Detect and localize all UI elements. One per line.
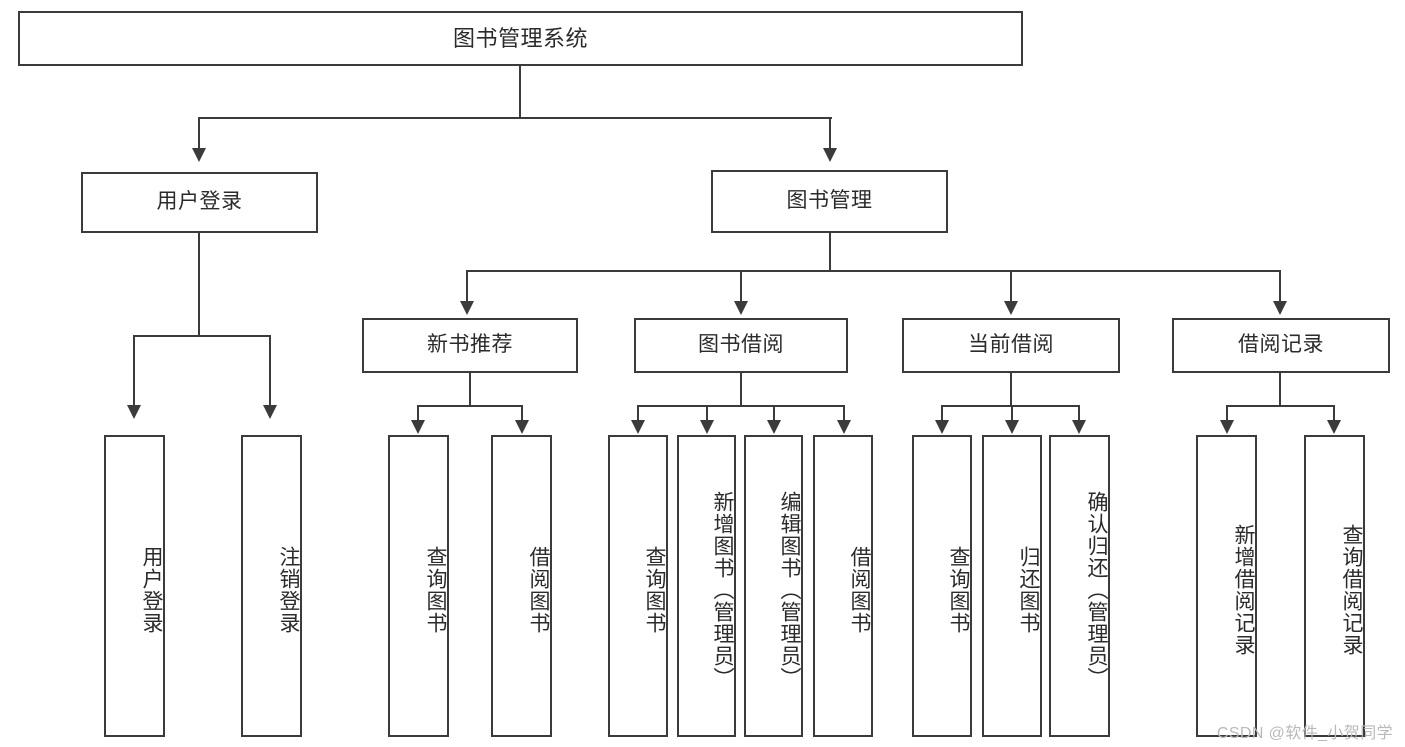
arrowhead-leaf-borrow-book-1 xyxy=(515,420,529,434)
node-root-book-management-system[interactable]: 图书管理系统 xyxy=(18,11,1023,66)
arrowhead-book-management xyxy=(823,148,837,162)
leaf-user-login[interactable]: 用户登录 xyxy=(104,435,165,737)
connector-root-bus xyxy=(198,117,832,119)
leaf-confirm-return-admin[interactable]: 确认归还（管理员） xyxy=(1049,435,1110,737)
leaf-logout[interactable]: 注销登录 xyxy=(241,435,302,737)
node-current-borrow[interactable]: 当前借阅 xyxy=(902,318,1120,373)
leaf-add-borrow-record[interactable]: 新增借阅记录 xyxy=(1196,435,1257,737)
arrowhead-leaf-edit-book xyxy=(767,420,781,434)
connector-new-book-bus xyxy=(417,405,522,407)
node-label: 用户登录 xyxy=(156,190,243,214)
connector-book-borrow-child-4 xyxy=(843,405,845,423)
connector-root-stem xyxy=(519,66,521,118)
leaf-query-book-recommend[interactable]: 查询图书 xyxy=(388,435,449,737)
node-label: 图书管理系统 xyxy=(452,25,588,51)
connector-user-login-stem xyxy=(198,233,200,336)
arrowhead-leaf-logout xyxy=(263,405,277,419)
node-book-borrow[interactable]: 图书借阅 xyxy=(634,318,848,373)
connector-borrow-record-bus xyxy=(1226,405,1334,407)
connector-current-borrow-stem xyxy=(1010,373,1012,406)
connector-new-book-child-2 xyxy=(521,405,523,423)
connector-user-login-child-2 xyxy=(269,335,271,407)
connector-new-book-child-1 xyxy=(417,405,419,423)
arrowhead-current-borrow xyxy=(1004,301,1018,315)
leaf-query-book-borrow[interactable]: 查询图书 xyxy=(608,435,668,737)
node-label: 借阅图书 xyxy=(527,546,550,634)
arrowhead-user-login xyxy=(192,148,206,162)
node-label: 归还图书 xyxy=(1017,546,1040,634)
node-book-management[interactable]: 图书管理 xyxy=(711,170,948,233)
connector-new-book-stem xyxy=(469,373,471,406)
arrowhead-leaf-user-login xyxy=(127,405,141,419)
connector-book-borrow-stem xyxy=(740,373,742,406)
connector-current-borrow-child-3 xyxy=(1078,405,1080,423)
arrowhead-leaf-query-book-3 xyxy=(935,420,949,434)
connector-bm-to-book-borrow xyxy=(740,270,742,303)
connector-current-borrow-bus xyxy=(941,405,1079,407)
arrowhead-new-book-recommend xyxy=(460,301,474,315)
connector-bm-to-current-borrow xyxy=(1010,270,1012,303)
connector-borrow-record-stem xyxy=(1279,373,1281,406)
node-label: 当前借阅 xyxy=(968,333,1054,357)
node-label: 注销登录 xyxy=(277,546,300,634)
node-label: 查询借阅记录 xyxy=(1340,524,1363,656)
arrowhead-leaf-query-book-2 xyxy=(631,420,645,434)
node-label: 图书管理 xyxy=(786,189,873,213)
leaf-borrow-book[interactable]: 借阅图书 xyxy=(813,435,873,737)
node-new-book-recommend[interactable]: 新书推荐 xyxy=(362,318,578,373)
connector-book-borrow-child-3 xyxy=(773,405,775,423)
arrowhead-leaf-query-record xyxy=(1327,420,1341,434)
connector-book-borrow-child-2 xyxy=(706,405,708,423)
node-label: 新增借阅记录 xyxy=(1232,524,1255,656)
leaf-query-borrow-record[interactable]: 查询借阅记录 xyxy=(1304,435,1365,737)
node-user-login[interactable]: 用户登录 xyxy=(81,172,318,233)
connector-current-borrow-child-2 xyxy=(1011,405,1013,423)
node-borrow-record[interactable]: 借阅记录 xyxy=(1172,318,1390,373)
arrowhead-book-borrow xyxy=(734,301,748,315)
arrowhead-borrow-record xyxy=(1273,301,1287,315)
arrowhead-leaf-confirm-return xyxy=(1072,420,1086,434)
arrowhead-leaf-return-book xyxy=(1005,420,1019,434)
connector-borrow-record-child-2 xyxy=(1333,405,1335,423)
connector-user-login-child-1 xyxy=(133,335,135,407)
watermark-text: CSDN @软件_小贺同学 xyxy=(1216,725,1393,742)
connector-root-to-book-management xyxy=(829,117,831,151)
leaf-add-book-admin[interactable]: 新增图书（管理员） xyxy=(677,435,736,737)
connector-user-login-bus xyxy=(133,335,271,337)
node-label: 编辑图书（管理员） xyxy=(778,491,801,689)
node-label: 借阅图书 xyxy=(848,546,871,634)
arrowhead-leaf-add-record xyxy=(1220,420,1234,434)
arrowhead-leaf-add-book xyxy=(700,420,714,434)
leaf-query-book-current[interactable]: 查询图书 xyxy=(912,435,972,737)
connector-book-borrow-child-1 xyxy=(637,405,639,423)
connector-borrow-record-child-1 xyxy=(1226,405,1228,423)
node-label: 确认归还（管理员） xyxy=(1085,491,1108,689)
node-label: 用户登录 xyxy=(140,546,163,634)
leaf-edit-book-admin[interactable]: 编辑图书（管理员） xyxy=(744,435,803,737)
leaf-borrow-book-recommend[interactable]: 借阅图书 xyxy=(491,435,552,737)
arrowhead-leaf-query-book-1 xyxy=(411,420,425,434)
connector-book-management-bus xyxy=(466,270,1280,272)
leaf-return-book[interactable]: 归还图书 xyxy=(982,435,1042,737)
arrowhead-leaf-borrow-book-2 xyxy=(837,420,851,434)
node-label: 新增图书（管理员） xyxy=(711,491,734,689)
node-label: 新书推荐 xyxy=(427,333,513,357)
connector-bm-to-new-book xyxy=(466,270,468,303)
connector-current-borrow-child-1 xyxy=(941,405,943,423)
node-label: 借阅记录 xyxy=(1238,333,1324,357)
node-label: 查询图书 xyxy=(424,546,447,634)
node-label: 查询图书 xyxy=(947,546,970,634)
node-label: 查询图书 xyxy=(643,546,666,634)
connector-book-management-stem xyxy=(829,233,831,271)
connector-bm-to-borrow-record xyxy=(1279,270,1281,303)
connector-book-borrow-bus xyxy=(637,405,845,407)
node-label: 图书借阅 xyxy=(698,333,784,357)
connector-root-to-user-login xyxy=(198,117,200,151)
